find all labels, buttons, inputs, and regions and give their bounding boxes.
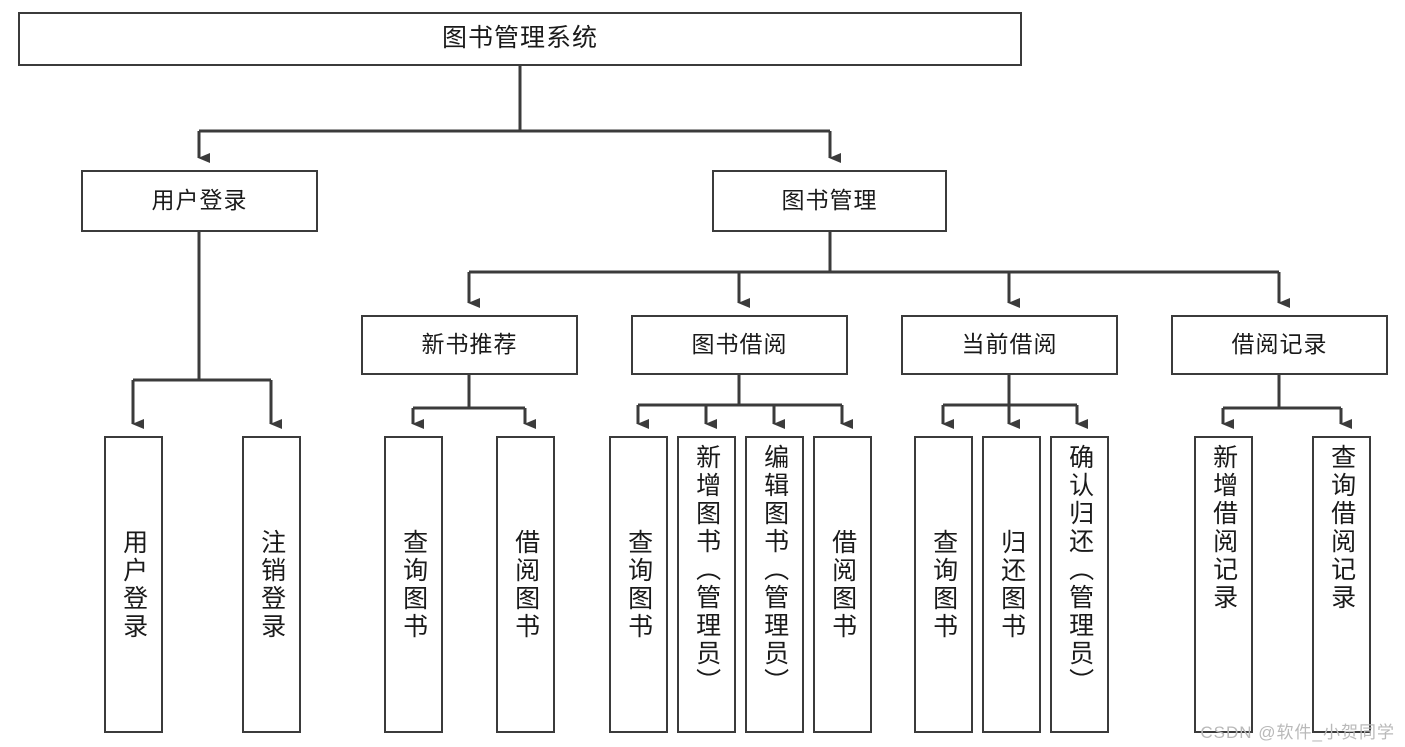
node-new-book-recommend[interactable]: 新书推荐 xyxy=(361,315,578,375)
leaf-return-book[interactable]: 归还图书 xyxy=(982,436,1041,733)
node-book-management[interactable]: 图书管理 xyxy=(712,170,947,232)
leaf-label: 注销登录 xyxy=(257,528,286,641)
leaf-add-borrow-record[interactable]: 新增借阅记录 xyxy=(1194,436,1253,733)
node-label: 当前借阅 xyxy=(961,331,1058,358)
node-label: 借阅记录 xyxy=(1231,331,1328,358)
leaf-edit-book-admin[interactable]: 编辑图书（管理员） xyxy=(745,436,804,733)
leaf-confirm-return-admin[interactable]: 确认归还（管理员） xyxy=(1050,436,1109,733)
node-label: 图书管理 xyxy=(781,187,878,214)
node-book-borrow[interactable]: 图书借阅 xyxy=(631,315,848,375)
leaf-query-book-borrow[interactable]: 查询图书 xyxy=(609,436,668,733)
leaf-logout-login[interactable]: 注销登录 xyxy=(242,436,301,733)
leaf-label: 查询图书 xyxy=(624,528,653,641)
node-user-login[interactable]: 用户登录 xyxy=(81,170,318,232)
node-label: 图书借阅 xyxy=(691,331,788,358)
leaf-query-book-new[interactable]: 查询图书 xyxy=(384,436,443,733)
node-current-borrow[interactable]: 当前借阅 xyxy=(901,315,1118,375)
leaf-label: 查询图书 xyxy=(929,528,958,641)
leaf-query-borrow-record[interactable]: 查询借阅记录 xyxy=(1312,436,1371,733)
leaf-query-book-current[interactable]: 查询图书 xyxy=(914,436,973,733)
node-label: 用户登录 xyxy=(151,187,248,214)
node-label: 新书推荐 xyxy=(421,331,518,358)
leaf-label: 借阅图书 xyxy=(511,528,540,641)
leaf-label: 用户登录 xyxy=(119,528,148,641)
leaf-label: 归还图书 xyxy=(997,528,1026,641)
leaf-label: 确认归还（管理员） xyxy=(1065,444,1094,696)
leaf-label: 查询图书 xyxy=(399,528,428,641)
node-label: 图书管理系统 xyxy=(441,24,598,53)
leaf-label: 查询借阅记录 xyxy=(1327,444,1356,612)
leaf-borrow-book-new[interactable]: 借阅图书 xyxy=(496,436,555,733)
node-borrow-record[interactable]: 借阅记录 xyxy=(1171,315,1388,375)
leaf-add-book-admin[interactable]: 新增图书（管理员） xyxy=(677,436,736,733)
leaf-label: 新增借阅记录 xyxy=(1209,444,1238,612)
node-root-book-management-system[interactable]: 图书管理系统 xyxy=(18,12,1022,66)
leaf-borrow-book[interactable]: 借阅图书 xyxy=(813,436,872,733)
leaf-user-login[interactable]: 用户登录 xyxy=(104,436,163,733)
leaf-label: 新增图书（管理员） xyxy=(692,444,721,696)
leaf-label: 编辑图书（管理员） xyxy=(760,444,789,696)
leaf-label: 借阅图书 xyxy=(828,528,857,641)
